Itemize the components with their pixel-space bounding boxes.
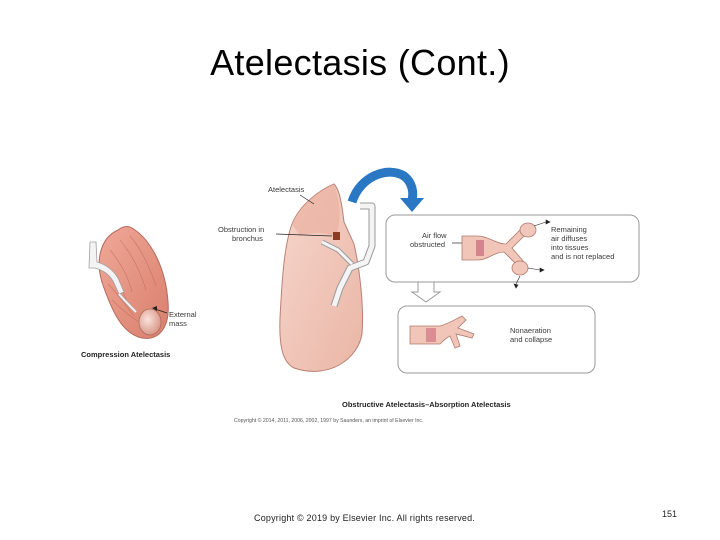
label-obstruction-line2: bronchus xyxy=(232,234,263,243)
label-airflow-line1: Air flow xyxy=(422,231,447,240)
slide-title: Atelectasis (Cont.) xyxy=(210,42,510,83)
label-remaining-line3: into tissues xyxy=(551,243,589,252)
footer-copyright: Copyright © 2019 by Elsevier Inc. All ri… xyxy=(254,513,476,523)
label-remaining-line2: air diffuses xyxy=(551,234,587,243)
obstructed-airway-illustration xyxy=(461,219,551,289)
collapsed-airway-illustration xyxy=(409,315,475,349)
obstructive-lung xyxy=(279,183,364,372)
figure-copyright: Copyright © 2014, 2011, 2006, 2002, 1997… xyxy=(234,417,423,424)
label-remaining-line4: and is not replaced xyxy=(551,252,614,261)
caption-obstructive: Obstructive Atelectasis–Absorption Atele… xyxy=(342,400,511,409)
external-mass-pointer xyxy=(152,306,168,314)
external-mass xyxy=(138,308,162,336)
caption-compression: Compression Atelectasis xyxy=(81,350,170,359)
compression-bronchus xyxy=(88,241,138,314)
alveolus-top xyxy=(519,222,537,238)
label-atelectasis: Atelectasis xyxy=(268,185,305,194)
down-arrow xyxy=(410,281,442,303)
label-nonaeration-line2: and collapse xyxy=(510,335,552,344)
obstructive-bronchial-tree xyxy=(320,202,376,308)
label-airflow-line2: obstructed xyxy=(410,240,445,249)
label-obstruction-line1: Obstruction in xyxy=(218,225,264,234)
bronchus-obstruction xyxy=(333,232,340,240)
obstruction-pointer xyxy=(275,233,333,237)
label-remaining-line1: Remaining xyxy=(551,225,587,234)
page-number: 151 xyxy=(662,509,678,519)
collapse-detail-box xyxy=(397,305,596,374)
label-external-line1: External xyxy=(169,310,197,319)
atelectasis-pointer xyxy=(299,194,315,205)
alveolus-bottom xyxy=(511,260,529,276)
blue-flow-arrow xyxy=(347,167,424,212)
label-external-line2: mass xyxy=(169,319,187,328)
label-nonaeration-line1: Nonaeration xyxy=(510,326,551,335)
